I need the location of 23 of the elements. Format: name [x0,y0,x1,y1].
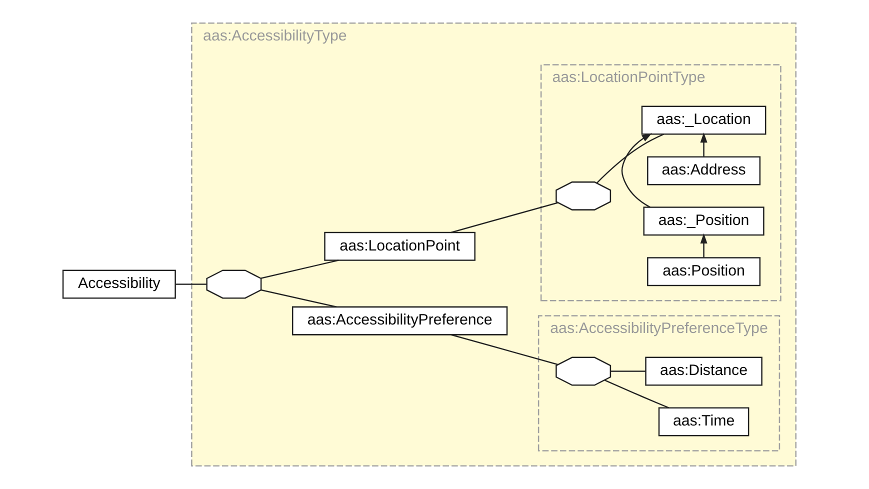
connector [450,334,558,366]
arrow [700,233,708,258]
node-box: aas:Distance [645,356,762,386]
node-box: aas:LocationPoint [324,232,476,261]
node-octagon [556,181,612,210]
arrow [700,132,708,157]
node-octagon [556,356,612,386]
node-octagon [206,270,262,299]
node-box: aas:Address [647,156,761,186]
connector [260,260,339,279]
node-box: aas:Time [658,407,750,436]
connector [610,370,646,372]
connector [260,289,337,308]
node-box: aas:Position [647,257,761,286]
node-box: Accessibility [62,270,176,299]
node-box: aas:AccessibilityPreference [292,306,508,336]
connector [450,202,558,234]
node-box: aas:_Location [641,106,766,135]
arrow [621,133,652,208]
connector [604,380,670,408]
node-box: aas:_Position [643,206,764,236]
connector [176,284,207,285]
connector [596,134,664,184]
